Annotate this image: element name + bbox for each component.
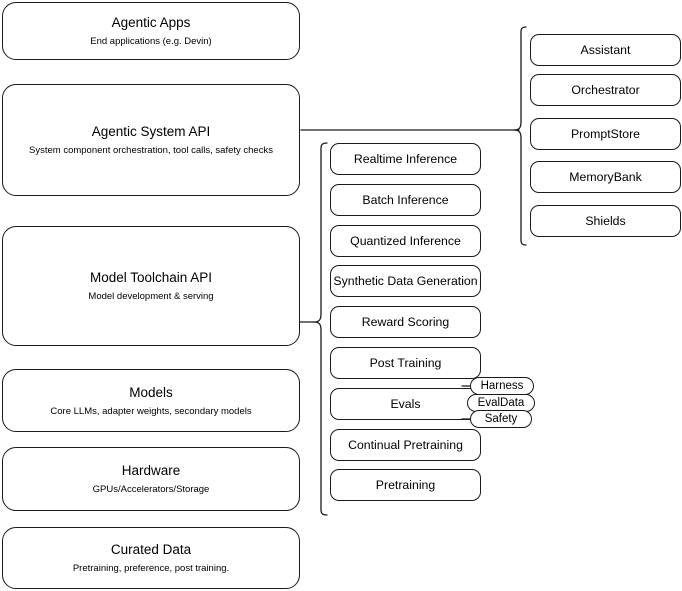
layer-title: Hardware [121, 463, 181, 478]
toolchain-item-realtime-inference[interactable]: Realtime Inference [330, 143, 481, 175]
system-item-memorybank[interactable]: MemoryBank [530, 161, 681, 193]
layer-agentic-apps[interactable]: Agentic Apps End applications (e.g. Devi… [2, 2, 300, 60]
toolchain-item-evals[interactable]: Evals [330, 388, 481, 420]
layer-subtitle: Core LLMs, adapter weights, secondary mo… [50, 405, 252, 417]
toolchain-item-label: Quantized Inference [350, 233, 461, 248]
layer-model-toolchain-api[interactable]: Model Toolchain API Model development & … [2, 226, 300, 346]
toolchain-item-label: Realtime Inference [353, 151, 458, 166]
toolchain-item-label: Evals [390, 396, 421, 411]
toolchain-item-label: Batch Inference [362, 192, 449, 207]
layer-title: Agentic Apps [111, 15, 191, 30]
system-item-shields[interactable]: Shields [530, 205, 681, 237]
evals-subcomponent-label: Safety [484, 413, 518, 425]
system-item-label: Shields [585, 213, 626, 228]
evals-subcomponent-label: EvalData [477, 397, 525, 409]
layer-subtitle: Pretraining, preference, post training. [72, 563, 230, 574]
system-item-promptstore[interactable]: PromptStore [530, 118, 681, 150]
system-item-orchestrator[interactable]: Orchestrator [530, 74, 681, 106]
toolchain-item-label: Reward Scoring [361, 314, 450, 329]
toolchain-item-label: Synthetic Data Generation [333, 273, 478, 288]
evals-subcomponent-label: Harness [480, 380, 524, 392]
layer-curated-data[interactable]: Curated Data Pretraining, preference, po… [2, 527, 300, 589]
system-item-label: Assistant [580, 42, 631, 57]
evals-subcomponent-safety[interactable]: Safety [470, 410, 532, 428]
toolchain-item-pretraining[interactable]: Pretraining [330, 469, 481, 501]
layer-title: Agentic System API [91, 124, 211, 139]
layer-subtitle: End applications (e.g. Devin) [90, 36, 212, 47]
toolchain-item-post-training[interactable]: Post Training [330, 347, 481, 379]
layer-title: Model Toolchain API [89, 270, 213, 285]
brace-toolchain-components [313, 142, 328, 516]
layer-title: Models [129, 384, 173, 400]
toolchain-item-label: Pretraining [375, 477, 436, 492]
toolchain-item-reward-scoring[interactable]: Reward Scoring [330, 306, 481, 338]
toolchain-item-batch-inference[interactable]: Batch Inference [330, 184, 481, 216]
system-item-label: MemoryBank [569, 169, 642, 184]
layer-subtitle: Model development & serving [88, 291, 214, 302]
system-item-label: Orchestrator [571, 82, 640, 97]
evals-subcomponent-harness[interactable]: Harness [470, 377, 534, 395]
layer-subtitle: GPUs/Accelerators/Storage [92, 484, 210, 495]
layer-agentic-system-api[interactable]: Agentic System API System component orch… [2, 84, 300, 196]
toolchain-item-continual-pretraining[interactable]: Continual Pretraining [330, 429, 481, 461]
system-item-label: PromptStore [570, 126, 641, 141]
toolchain-item-label: Continual Pretraining [348, 437, 463, 452]
layer-subtitle: System component orchestration, tool cal… [29, 145, 273, 156]
layer-models[interactable]: Models Core LLMs, adapter weights, secon… [2, 369, 300, 432]
toolchain-item-label: Post Training [369, 355, 442, 370]
layer-hardware[interactable]: Hardware GPUs/Accelerators/Storage [2, 447, 300, 511]
toolchain-item-quantized-inference[interactable]: Quantized Inference [330, 225, 481, 257]
layer-title: Curated Data [110, 542, 192, 557]
system-item-assistant[interactable]: Assistant [530, 34, 681, 66]
brace-system-components [513, 26, 527, 246]
toolchain-item-synthetic-data-generation[interactable]: Synthetic Data Generation [330, 265, 481, 297]
